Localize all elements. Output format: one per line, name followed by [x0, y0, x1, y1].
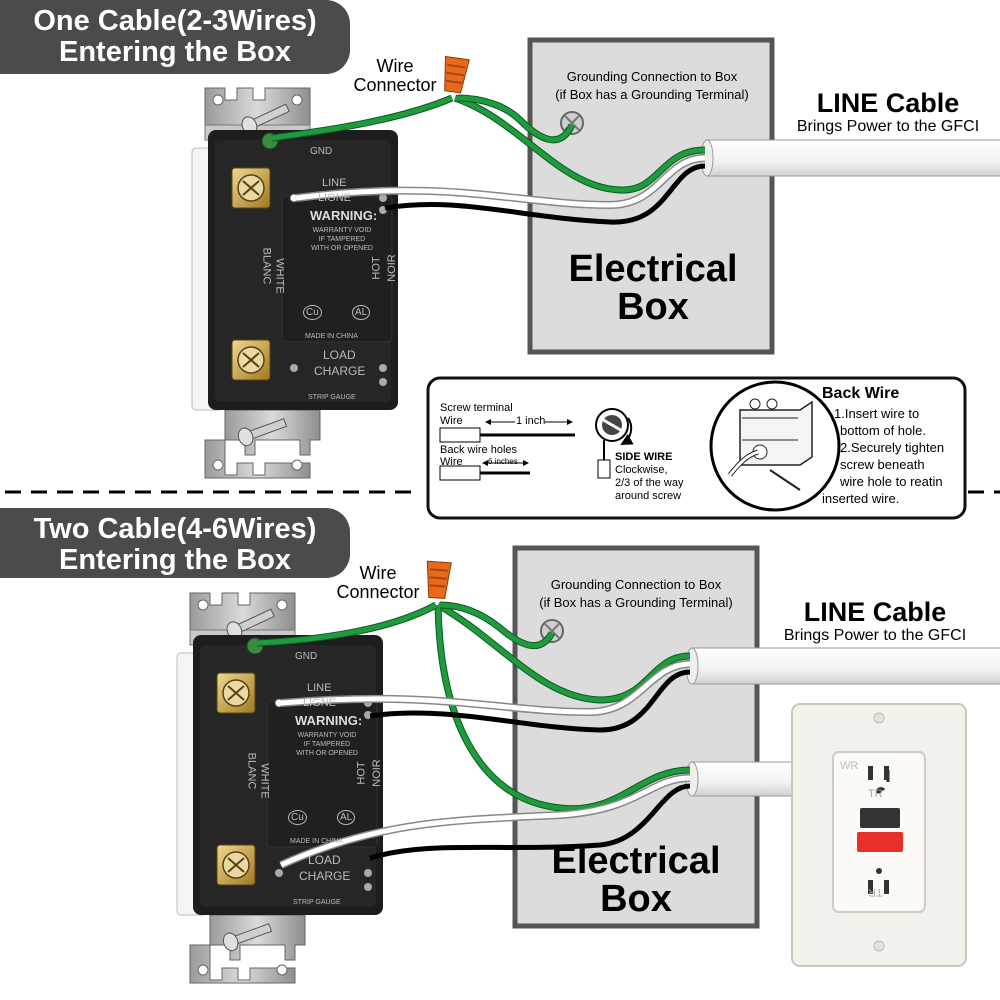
gfci-al-label: AL — [337, 810, 356, 825]
section-title-line1: One Cable(2-3Wires) — [33, 5, 317, 37]
gfci-load-label: LOAD — [323, 348, 356, 362]
gfci-warning-text: WARRANTY VOID IF TAMPERED WITH OR OPENED — [311, 227, 373, 252]
screw-terminal-wire-label: Wire — [440, 415, 463, 427]
gfci-line-label: LINE — [322, 177, 347, 189]
line-cable-top — [704, 139, 1000, 177]
gfci-line-label: LINE — [307, 682, 332, 694]
back-wire-holes-wire-label: Wire — [440, 456, 463, 468]
section-title-line1: Two Cable(4-6Wires) — [33, 513, 317, 545]
gfci-made-in-label: MADE IN CHINA — [305, 333, 358, 340]
wire-connector-label-top: Wire Connector — [353, 56, 437, 95]
electrical-box-bottom — [512, 545, 760, 929]
wire-connector-top — [444, 55, 470, 94]
side-wire-text: SIDE WIRE Clockwise, 2/3 of the way arou… — [615, 451, 684, 502]
gfci-blanc-label: BLANC — [245, 752, 258, 790]
outlet-wr-label: WR — [840, 760, 859, 772]
back-wire-steps: 1.Insert wire to bottom of hole. 2.Secur… — [822, 406, 945, 506]
section-header-top: One Cable(2-3Wires) Entering the Box — [0, 0, 350, 74]
grounding-label-bottom: Grounding Connection to Box (if Box has … — [539, 577, 733, 610]
gfci-warning-label: WARNING: — [310, 208, 378, 223]
gfci-strip-gauge-label: STRIP GAUGE — [293, 899, 341, 906]
gfci-warning-label: WARNING: — [295, 713, 363, 728]
wire-connector-bottom — [426, 560, 452, 600]
gfci-hot-label: HOT — [355, 761, 368, 785]
section-header-bottom: Two Cable(4-6Wires) Entering the Box — [0, 508, 350, 578]
line-cable-bottom — [689, 647, 1000, 685]
gfci-cu-label: Cu — [288, 810, 307, 825]
back-wire-title: Back Wire — [822, 385, 900, 402]
gfci-noir-label: NOIR — [370, 759, 383, 787]
six-inches-label: 6 inches — [488, 457, 518, 466]
gfci-ligne-label: LIGNE — [303, 697, 337, 709]
gfci-charge-label: CHARGE — [299, 869, 351, 883]
electrical-box-label-bottom: Electrical Box — [551, 840, 721, 920]
screw-terminal-label: Screw terminal — [440, 402, 513, 414]
electrical-box-label-top: Electrical Box — [568, 248, 738, 328]
gfci-blanc-label: BLANC — [260, 247, 273, 285]
outlet-tr-label-top: TR — [868, 788, 883, 800]
gfci-outlet-front — [791, 703, 967, 967]
gfci-load-label: LOAD — [308, 853, 341, 867]
gfci-gnd-label: GND — [310, 146, 333, 157]
gfci-ligne-label: LIGNE — [318, 192, 352, 204]
line-cable-label-top: LINE Cable Brings Power to the GFCI — [796, 88, 980, 135]
gfci-strip-gauge-label: STRIP GAUGE — [308, 394, 356, 401]
wire-connector-label-bottom: Wire Connector — [336, 563, 420, 602]
gfci-al-label: AL — [352, 305, 371, 320]
gfci-receptacle-bottom — [176, 592, 384, 984]
one-inch-label: 1 inch — [516, 415, 546, 427]
gfci-hot-label: HOT — [370, 256, 383, 280]
section-title-line2: Entering the Box — [58, 36, 291, 68]
gfci-made-in-label: MADE IN CHINA — [290, 838, 343, 845]
line-cable-label-bottom: LINE Cable Brings Power to the GFCI — [783, 597, 967, 644]
gfci-white-label: WHITE — [258, 763, 271, 799]
outlet-tr-label-bottom: TR — [868, 886, 883, 898]
section-title-line2: Entering the Box — [58, 544, 291, 576]
back-wire-holes-label: Back wire holes — [440, 444, 518, 456]
gfci-charge-label: CHARGE — [314, 364, 366, 378]
reset-button — [857, 832, 903, 852]
gfci-receptacle-top — [191, 87, 399, 479]
gfci-warning-text: WARRANTY VOID IF TAMPERED WITH OR OPENED — [296, 732, 358, 757]
grounding-label-top: Grounding Connection to Box (if Box has … — [555, 69, 749, 102]
gfci-white-label: WHITE — [273, 258, 286, 294]
gfci-cu-label: Cu — [303, 305, 322, 320]
gfci-noir-label: NOIR — [385, 254, 398, 282]
gfci-gnd-label: GND — [295, 651, 318, 662]
electrical-box-top — [527, 37, 775, 355]
load-cable-bottom — [689, 761, 801, 797]
